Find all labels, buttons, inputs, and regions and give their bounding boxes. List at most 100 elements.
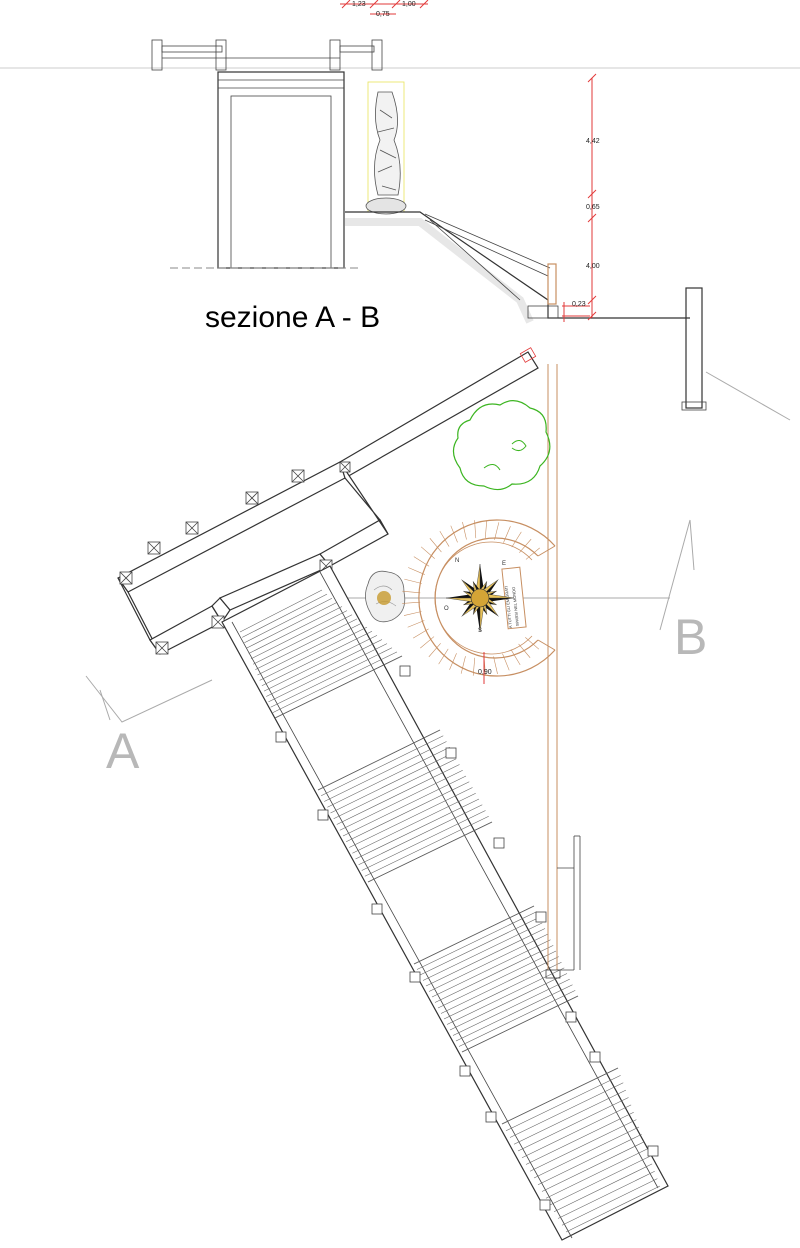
stair-tread [565,1185,661,1233]
terrace [117,347,539,655]
height-dim-4: 0,23 [572,301,586,308]
seat-line [460,656,466,674]
stair-tread [270,647,393,708]
bridge-structure [170,71,360,269]
top-dim-3: 0,75 [376,11,390,18]
stair-tread [259,626,368,681]
stair-tread [330,752,454,814]
stair-tread [521,1104,632,1159]
height-dim-3: 4,00 [586,263,600,270]
tree-icon [452,400,551,491]
seat-line [510,649,521,666]
stair-tread [428,933,548,992]
seat-line [407,620,425,628]
plan-view: A TUTTI GLI EMIGRATI SPARSI NEL MONDO 0,… [85,347,707,1241]
stair-tread [364,815,489,877]
seat-line [429,538,442,553]
stair-tread [255,618,358,670]
stair-tread [324,741,447,802]
stair-tread [434,945,554,1003]
section-label-a: A [106,723,140,779]
stair-tread [413,905,535,965]
boundary-wall [545,364,581,979]
stair-tread [416,911,537,970]
seat-line [511,531,522,548]
stair-tread [541,1141,645,1192]
stair-tread [513,1089,627,1145]
staircase [221,565,669,1241]
stair-tread [440,956,559,1014]
statue-icon [365,81,407,215]
stair-tread [452,978,570,1036]
stair-tread [250,610,348,660]
stair-tread [268,643,388,703]
stair-tread [449,973,568,1031]
plaque-line-2: SPARSI NEL MONDO [511,587,520,627]
seat-line [438,648,449,665]
seat-line [412,628,429,639]
stair-tread [352,792,476,854]
stair-tread [553,1163,653,1213]
seat-line [502,653,510,671]
stair-tread [339,769,463,831]
stair-tread [529,1119,637,1172]
stair-tread [419,916,540,976]
amphitheatre: A TUTTI GLI EMIGRATI SPARSI NEL MONDO 0,… [402,519,556,684]
balustrade [151,39,383,71]
seat-line [439,530,450,547]
stair-tread [333,758,457,820]
stair-tread [561,1178,658,1226]
stair-tread [537,1134,642,1186]
seat-line [494,522,500,540]
seat-line [403,611,422,616]
stair-tread [443,961,562,1020]
stair-tread [545,1148,648,1199]
stair-tread [501,1067,619,1125]
stair-tread [422,922,543,981]
stair-tread [248,606,343,654]
stair-tread [517,1097,629,1152]
stair-tread [446,967,565,1025]
stair-tread [239,589,323,633]
stair-tread [320,735,444,797]
stair-tread [358,804,483,866]
stair-tread [533,1126,640,1179]
seat-line [402,601,421,604]
top-dim-2: 1,00 [402,1,416,8]
seat-line [462,521,467,540]
seat-line [404,578,422,584]
seat-line [428,643,441,658]
stair-tread [244,597,333,644]
stair-tread [455,984,573,1042]
stair-tread [525,1111,634,1165]
stair-tread [327,746,450,808]
seat-line [450,525,458,543]
height-dim-2: 0,65 [586,204,600,211]
plaque-line-1: A TUTTI GLI EMIGRATI [504,586,513,629]
compass-west: O [444,606,449,612]
stair-tread [458,990,576,1047]
stair-tread [549,1156,650,1206]
seat-line [525,637,540,650]
seat-line [408,567,425,575]
seat-line [420,546,435,559]
stair-tread [252,614,353,665]
seat-line [474,520,477,539]
height-dimension-line [562,73,597,322]
top-dimension-chain [340,0,429,15]
seat-line [503,526,511,543]
stair-tread [345,781,470,843]
compass-east: E [502,561,506,567]
stair-tread [336,764,460,825]
seat-line [420,636,435,649]
top-dim-1: 1,23 [352,1,366,8]
stair-tread [355,798,480,860]
stair-tread [509,1082,624,1138]
compass-south: S [478,628,482,634]
stair-tread [431,939,551,998]
terrain-section [345,211,791,421]
stair-tread [349,787,473,848]
seat-line [472,657,476,676]
stair-tread [557,1170,655,1219]
